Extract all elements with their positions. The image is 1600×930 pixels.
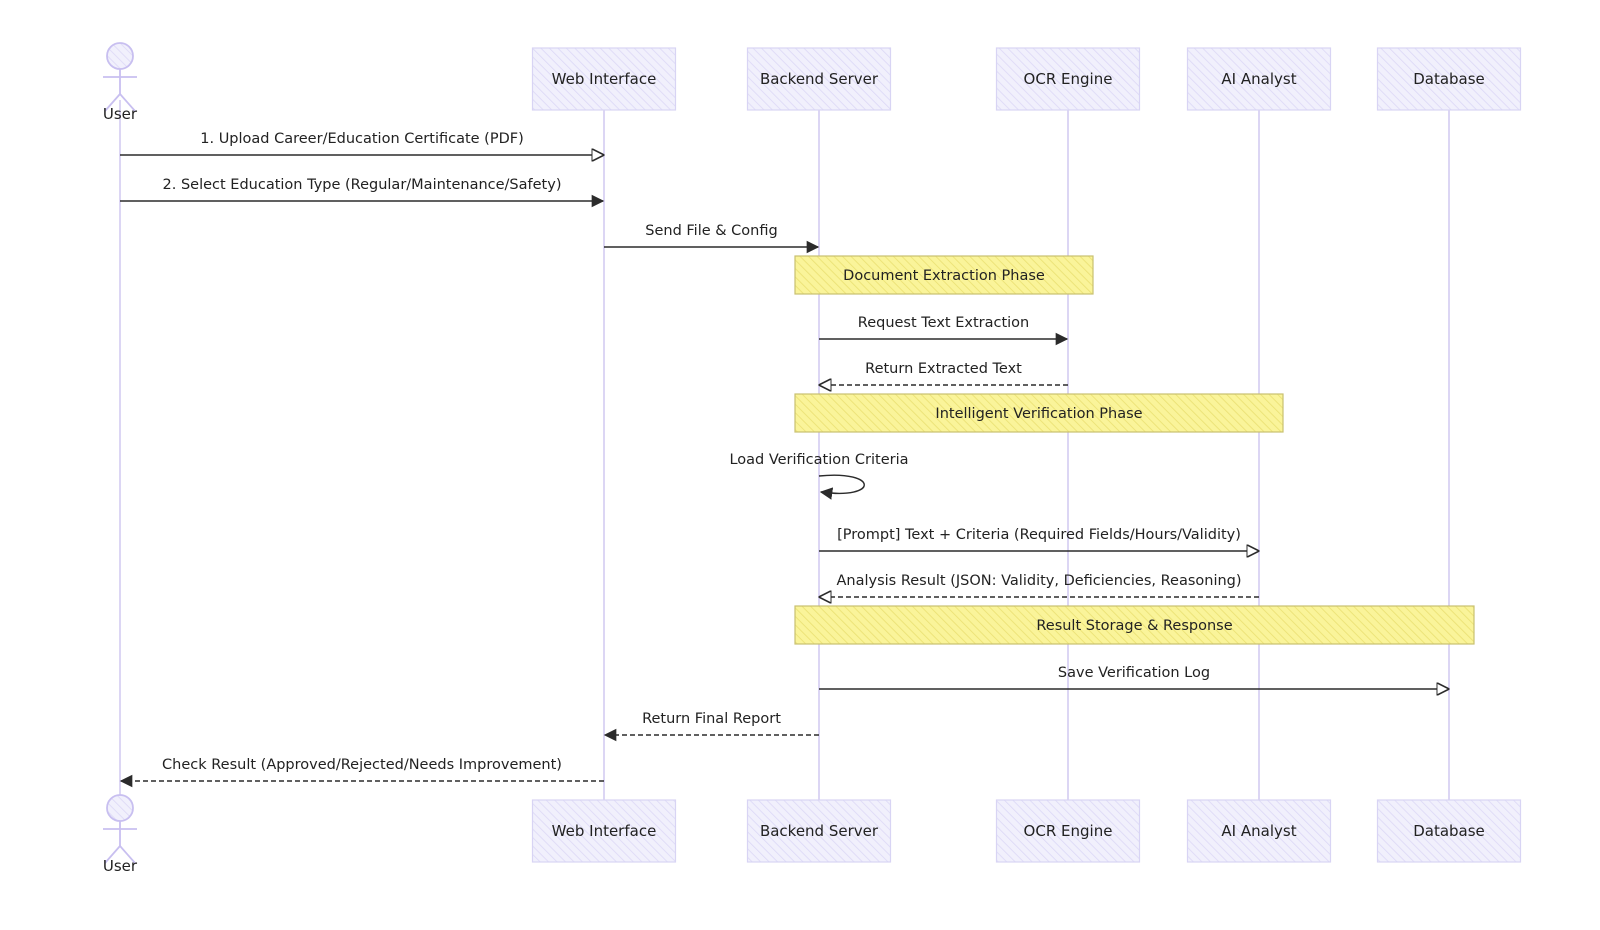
participant-backend-top: Backend Server xyxy=(746,47,892,111)
user-label: User xyxy=(103,857,138,875)
self-message-arrow xyxy=(818,474,865,500)
message-request-text-extraction: Request Text Extraction xyxy=(819,315,1069,346)
participant-box xyxy=(1186,799,1332,863)
participant-db-top: Database xyxy=(1376,47,1522,111)
participant-box xyxy=(995,47,1141,111)
message-label: Load Verification Criteria xyxy=(729,452,908,468)
participant-web-bottom: Web Interface xyxy=(531,799,677,863)
message-label: 1. Upload Career/Education Certificate (… xyxy=(200,131,524,147)
participant-label: AI Analyst xyxy=(1221,70,1296,88)
note-label: Intelligent Verification Phase xyxy=(935,406,1142,422)
message-label: 2. Select Education Type (Regular/Mainte… xyxy=(163,177,562,193)
message-1-upload-career-education-certificate-pd: 1. Upload Career/Education Certificate (… xyxy=(120,131,603,155)
message-prompt-text-criteria-required-fields-hou: [Prompt] Text + Criteria (Required Field… xyxy=(819,527,1258,551)
message-label: Analysis Result (JSON: Validity, Deficie… xyxy=(836,573,1241,589)
participants-top: Web Interface Backend Server OCR Engine AI … xyxy=(103,42,1522,123)
participant-label: Backend Server xyxy=(760,70,879,88)
message-check-result-approved-rejected-needs-imp: Check Result (Approved/Rejected/Needs Im… xyxy=(119,757,604,788)
message-analysis-result-json-validity-deficienci: Analysis Result (JSON: Validity, Deficie… xyxy=(820,573,1259,597)
lifelines xyxy=(119,100,1450,800)
message-return-extracted-text: Return Extracted Text xyxy=(820,361,1068,385)
note-result-storage-response: Result Storage & Response xyxy=(794,605,1475,645)
note-box xyxy=(794,605,1475,645)
participant-label: AI Analyst xyxy=(1221,822,1296,840)
message-save-verification-log: Save Verification Log xyxy=(819,665,1448,689)
messages: 1. Upload Career/Education Certificate (… xyxy=(119,131,1448,788)
participant-label: Database xyxy=(1413,822,1485,840)
message-label: Return Final Report xyxy=(642,711,781,727)
stick-figure-icon xyxy=(103,794,137,864)
participant-web-top: Web Interface xyxy=(531,47,677,111)
participant-box xyxy=(746,799,892,863)
note-box xyxy=(794,393,1284,433)
stick-figure-icon xyxy=(103,42,137,112)
participant-label: Web Interface xyxy=(552,822,657,840)
note-box xyxy=(794,255,1094,295)
message-label: Send File & Config xyxy=(645,223,777,239)
message-load-verification-criteria: Load Verification Criteria xyxy=(729,452,909,500)
participant-box xyxy=(746,47,892,111)
message-send-file-config: Send File & Config xyxy=(604,223,820,254)
participants-bottom: Web Interface Backend Server OCR Engine AI … xyxy=(103,794,1522,875)
message-label: Return Extracted Text xyxy=(865,361,1022,377)
participant-label: OCR Engine xyxy=(1024,70,1113,88)
participant-box xyxy=(531,47,677,111)
participant-box xyxy=(995,799,1141,863)
note-label: Result Storage & Response xyxy=(1036,618,1232,634)
participant-box xyxy=(1376,799,1522,863)
participant-label: Web Interface xyxy=(552,70,657,88)
participant-ocr-bottom: OCR Engine xyxy=(995,799,1141,863)
message-label: Save Verification Log xyxy=(1058,665,1210,681)
user-actor-top: User xyxy=(103,42,138,123)
participant-label: OCR Engine xyxy=(1024,822,1113,840)
message-return-final-report: Return Final Report xyxy=(603,711,819,742)
user-actor-bottom: User xyxy=(103,794,138,875)
participant-box xyxy=(1376,47,1522,111)
note-label: Document Extraction Phase xyxy=(843,268,1045,284)
note-document-extraction-phase: Document Extraction Phase xyxy=(794,255,1094,295)
participant-box xyxy=(1186,47,1332,111)
note-intelligent-verification-phase: Intelligent Verification Phase xyxy=(794,393,1284,433)
participant-ocr-top: OCR Engine xyxy=(995,47,1141,111)
message-label: [Prompt] Text + Criteria (Required Field… xyxy=(837,527,1241,543)
user-label: User xyxy=(103,105,138,123)
message-label: Check Result (Approved/Rejected/Needs Im… xyxy=(162,757,562,773)
message-2-select-education-type-regular-maintena: 2. Select Education Type (Regular/Mainte… xyxy=(120,177,605,208)
participant-label: Backend Server xyxy=(760,822,879,840)
participant-backend-bottom: Backend Server xyxy=(746,799,892,863)
participant-box xyxy=(531,799,677,863)
participant-label: Database xyxy=(1413,70,1485,88)
participant-db-bottom: Database xyxy=(1376,799,1522,863)
participant-ai-top: AI Analyst xyxy=(1186,47,1332,111)
participant-ai-bottom: AI Analyst xyxy=(1186,799,1332,863)
message-label: Request Text Extraction xyxy=(858,315,1029,331)
